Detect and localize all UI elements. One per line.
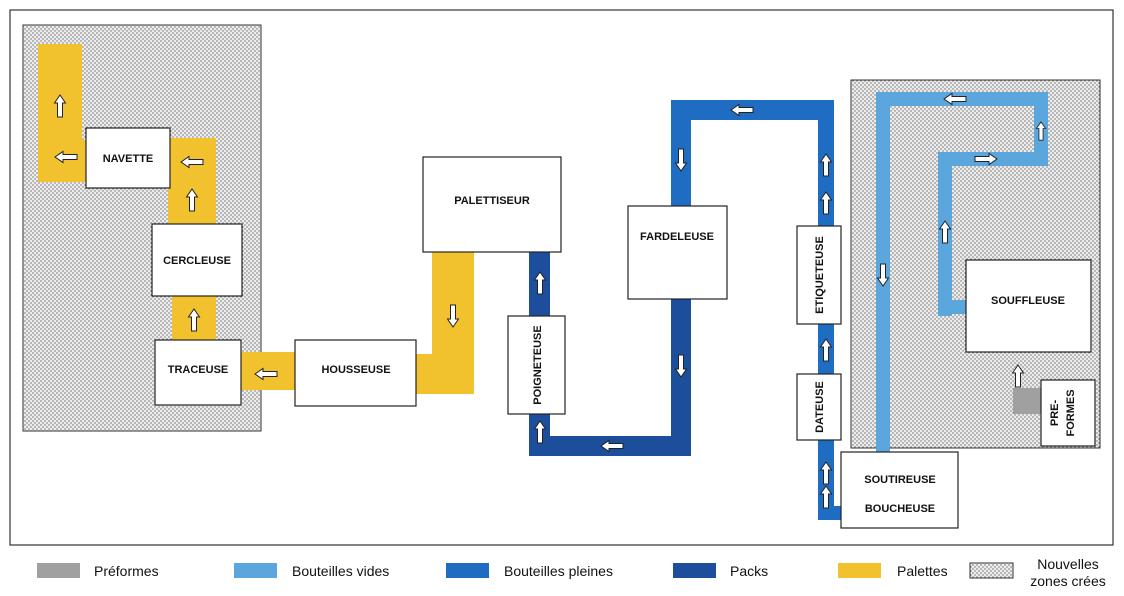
machine-navette: NAVETTE [85,127,171,189]
machine-souffleuse: SOUFFLEUSE [965,259,1092,353]
machine-fardeleuse: FARDELEUSE [627,205,728,300]
legend-swatch-preformes [37,563,80,578]
legend-swatch-bouteilles-vides [234,563,277,578]
legend-swatch-bouteilles-pleines [446,563,489,578]
machine-etiqueteuse: ETIQUETEUSE [796,225,842,325]
preformes-flow [1013,388,1045,414]
dateuse-label: DATEUSE [814,381,826,433]
navette-label: NAVETTE [103,153,154,165]
soutireuse-label: SOUTIREUSE [864,474,936,486]
legend-label-nouvelles-zones-line2: zones crées [1030,573,1105,589]
vides-band-souffleuse-exit [938,300,966,314]
machine-housseuse: HOUSSEUSE [294,339,417,407]
legend-label-nouvelles-zones-line1: Nouvelles [1037,556,1098,572]
machine-dateuse: DATEUSE [796,373,842,441]
preformes-label-line2: FORMES [1065,389,1077,436]
palettes-band-navette-link [38,140,94,182]
palettiseur-label: PALETTISEUR [454,195,530,207]
legend-swatch-nouvelles-zones [969,562,1014,579]
machine-cercleuse: CERCLEUSE [151,223,243,297]
legend-label-packs: Packs [730,563,768,579]
machine-poigneteuse: POIGNETEUSE [507,315,566,415]
legend-label-preformes: Préformes [94,563,159,579]
etiqueteuse-label: ETIQUETEUSE [814,236,826,314]
poigneteuse-label: POIGNETEUSE [532,325,544,404]
fardeleuse-label: FARDELEUSE [640,231,714,243]
legend-label-palettes: Palettes [897,563,948,579]
legend-label-bouteilles-vides: Bouteilles vides [292,563,389,579]
legend-label-bouteilles-pleines: Bouteilles pleines [504,563,613,579]
machine-traceuse: TRACEUSE [154,339,242,406]
machine-preformes: PRE- FORMES [1040,379,1096,447]
legend-swatch-packs [673,563,716,578]
boucheuse-label: BOUCHEUSE [865,503,935,515]
legend: Préformes Bouteilles vides Bouteilles pl… [37,556,1106,589]
housseuse-label: HOUSSEUSE [321,364,390,376]
machine-palettiseur: PALETTISEUR [422,156,562,253]
machine-soutireuse-boucheuse: SOUTIREUSE BOUCHEUSE [840,451,959,529]
traceuse-label: TRACEUSE [168,364,229,376]
preformes-label-line1: PRE- [1049,400,1061,427]
palettes-flow [38,44,474,394]
cercleuse-label: CERCLEUSE [163,255,231,267]
legend-swatch-palettes [838,563,881,578]
palettes-band-cercleuse-up [168,138,216,226]
souffleuse-label: SOUFFLEUSE [991,295,1065,307]
